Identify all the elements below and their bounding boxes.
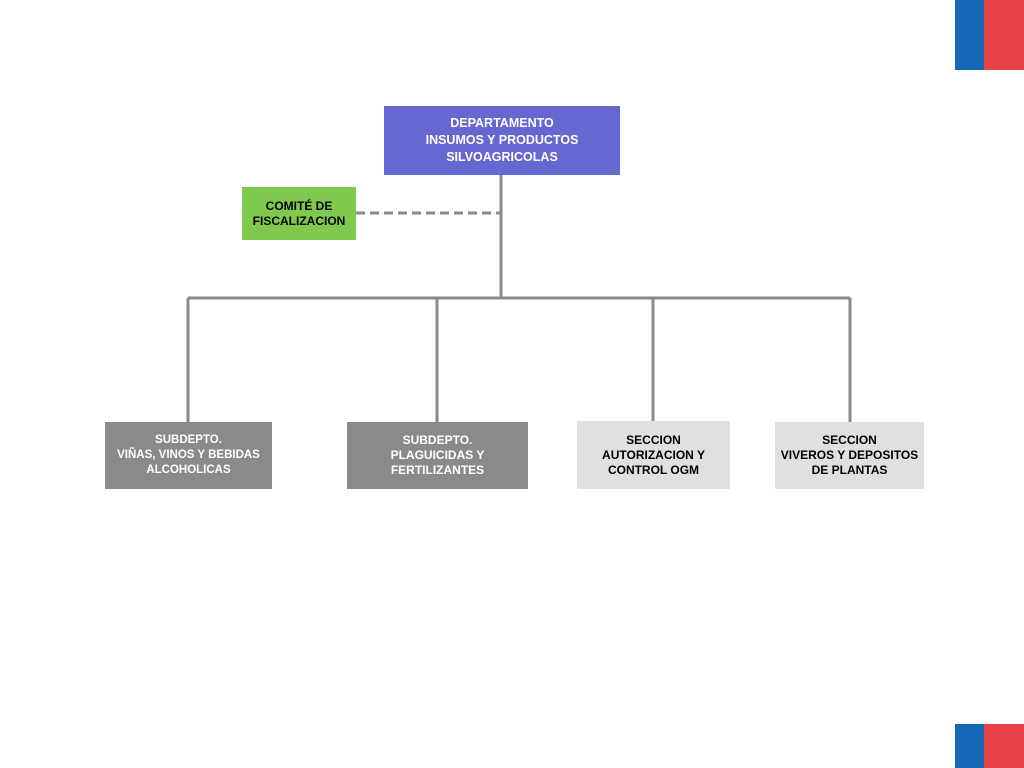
committee-line: COMITÉ DE [265,198,333,213]
unit-line: VIVEROS Y DEPOSITOS [780,448,919,462]
department-line: DEPARTAMENTO [450,116,554,130]
department-line: SILVOAGRICOLAS [446,150,558,164]
unit-line: ALCOHOLICAS [146,464,231,476]
unit-line: PLAGUICIDAS Y [390,448,485,462]
unit-line: CONTROL OGM [607,462,700,477]
committee-node: COMITÉ DE FISCALIZACION [242,187,356,240]
unit-line: SUBDEPTO. [155,434,222,446]
unit-line: VIÑAS, VINOS Y BEBIDAS [117,449,260,461]
department-line: INSUMOS Y PRODUCTOS [425,133,579,147]
committee-line: FISCALIZACION [252,213,346,228]
flag-decoration-top [955,0,1024,70]
flag-decoration-bottom [955,724,1024,768]
unit-line: FERTILIZANTES [390,463,485,477]
unit-node-plaguicidas: SUBDEPTO. PLAGUICIDAS Y FERTILIZANTES [347,422,528,489]
flag-red-stripe [984,724,1024,768]
department-node: DEPARTAMENTO INSUMOS Y PRODUCTOS SILVOAG… [384,106,620,175]
flag-red-stripe [984,0,1024,70]
unit-line: AUTORIZACION Y [602,447,705,462]
unit-node-viveros: SECCION VIVEROS Y DEPOSITOS DE PLANTAS [775,422,924,489]
unit-node-vinas: SUBDEPTO. VIÑAS, VINOS Y BEBIDAS ALCOHOL… [105,422,272,489]
unit-line: SECCION [626,432,681,447]
flag-blue-stripe [955,0,984,70]
unit-line: SUBDEPTO. [402,433,473,447]
unit-line: SECCION [822,433,877,447]
unit-line: DE PLANTAS [811,463,888,477]
unit-node-ogm: SECCION AUTORIZACION Y CONTROL OGM [577,421,730,489]
flag-blue-stripe [955,724,984,768]
